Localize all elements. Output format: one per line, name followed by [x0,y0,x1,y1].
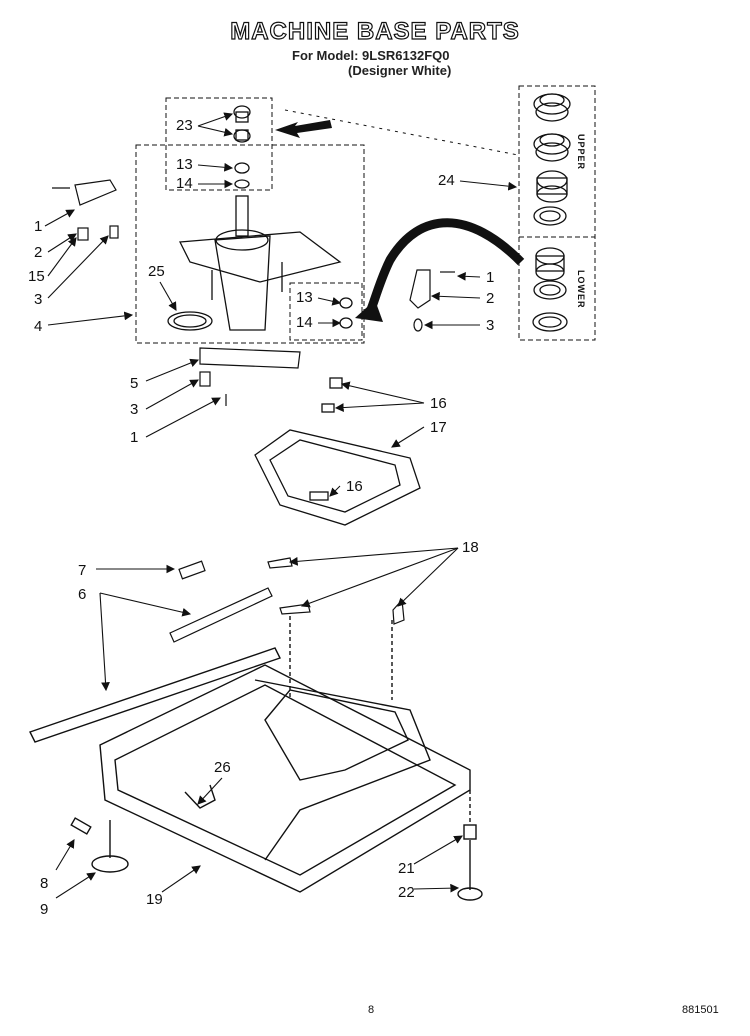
kit-label-upper: UPPER [576,134,586,171]
callout-25: 25 [148,263,165,280]
callout-8: 8 [40,875,49,892]
callout-18: 18 [462,539,479,556]
callout-22: 22 [398,884,415,901]
leader-lines [44,112,518,899]
kit-rings [532,93,571,332]
page-number: 8 [368,1004,375,1016]
model-line: For Model: 9LSR6132FQ0 [292,48,450,63]
callout-1c: 1 [130,429,139,446]
doc-code: 881501 [682,1004,719,1016]
callout-4: 4 [34,318,43,335]
base-frame [29,616,483,901]
dashed-box-bearing-small [289,282,363,341]
callout-3: 3 [34,291,43,308]
callout-24: 24 [438,172,455,189]
dashed-box-transmission [135,144,365,344]
cabinet-brace [254,377,421,526]
callout-23: 23 [176,117,193,134]
callout-14: 14 [176,175,193,192]
dashed-box-bearing [165,97,273,191]
callout-6: 6 [78,586,87,603]
callout-19: 19 [146,891,163,908]
callout-15: 15 [28,268,45,285]
callout-21: 21 [398,860,415,877]
callout-3b: 3 [486,317,495,334]
callout-3c: 3 [130,401,139,418]
callout-17: 17 [430,419,447,436]
callout-14b: 14 [296,314,313,331]
callout-2: 2 [34,244,43,261]
kit-label-lower: LOWER [576,270,586,309]
callout-13: 13 [176,156,193,173]
callout-16b: 16 [346,478,363,495]
left-hardware [52,179,455,406]
callout-7: 7 [78,562,87,579]
callout-26: 26 [214,759,231,776]
callout-9: 9 [40,901,49,918]
callout-16: 16 [430,395,447,412]
big-arrow-top [275,120,332,138]
callout-2b: 2 [486,290,495,307]
callout-1b: 1 [486,269,495,286]
callout-1: 1 [34,218,43,235]
callout-13b: 13 [296,289,313,306]
callout-5: 5 [130,375,139,392]
big-arrow-curved [365,218,525,314]
mid-brackets [169,557,405,643]
color-line: (Designer White) [348,63,452,78]
transmission-assembly [167,105,353,331]
dashed-box-kit [518,85,596,341]
page-title: MACHINE BASE PARTS [230,17,520,45]
